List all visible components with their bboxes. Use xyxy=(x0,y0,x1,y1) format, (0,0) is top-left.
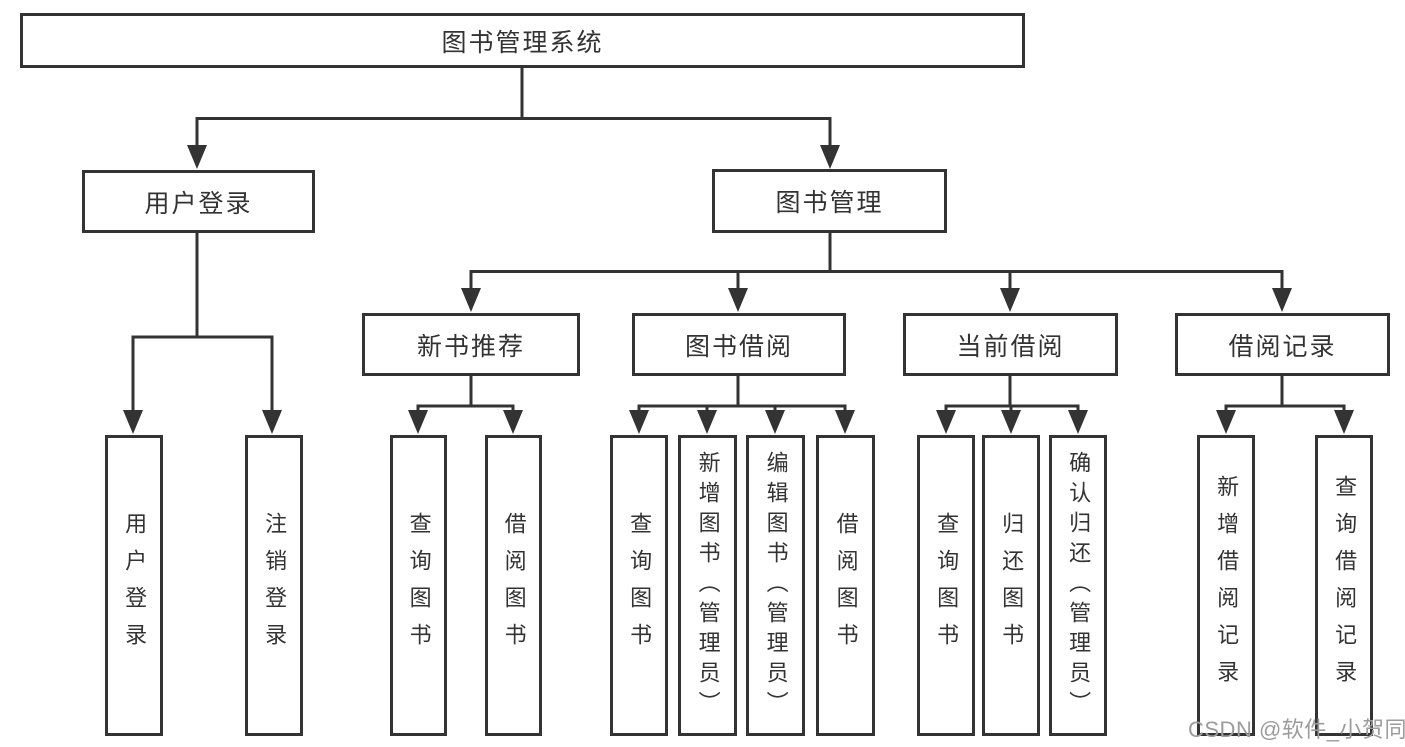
node-label: 新增借阅记录 xyxy=(1214,474,1240,697)
node-leaf-logout: 注销登录 xyxy=(245,435,303,736)
node-label: 图书借阅 xyxy=(684,332,793,361)
node-label: 编辑图书（管理员） xyxy=(763,450,789,721)
node-user-login: 用户登录 xyxy=(82,170,315,233)
node-label: 借阅图书 xyxy=(501,511,527,660)
arrowhead-icons xyxy=(123,145,1354,434)
node-label: 注销登录 xyxy=(262,511,288,660)
node-book-management: 图书管理 xyxy=(712,169,947,233)
node-label: 图书管理系统 xyxy=(441,28,604,57)
node-leaf-edit-book-admin: 编辑图书（管理员） xyxy=(746,435,805,736)
node-leaf-query-books-2: 查询图书 xyxy=(610,435,668,736)
node-label: 借阅图书 xyxy=(833,511,859,660)
node-label: 当前借阅 xyxy=(956,332,1065,361)
node-leaf-return-books: 归还图书 xyxy=(982,435,1040,736)
node-leaf-add-borrow-record: 新增借阅记录 xyxy=(1197,435,1255,736)
node-label: 新增图书（管理员） xyxy=(695,450,721,721)
node-label: 用户登录 xyxy=(144,189,253,218)
node-root-library-system: 图书管理系统 xyxy=(20,13,1025,68)
csdn-watermark: CSDN @软件_小贺同学 xyxy=(1188,717,1405,742)
node-leaf-add-book-admin: 新增图书（管理员） xyxy=(678,435,737,736)
node-label: 借阅记录 xyxy=(1228,332,1337,361)
node-borrow-records: 借阅记录 xyxy=(1175,313,1390,376)
node-leaf-query-borrow-record: 查询借阅记录 xyxy=(1315,435,1373,736)
node-label: 用户登录 xyxy=(122,511,148,660)
node-label: 查询图书 xyxy=(627,511,653,660)
node-leaf-borrow-books-2: 借阅图书 xyxy=(816,435,875,736)
node-label: 查询图书 xyxy=(406,511,432,660)
node-label: 归还图书 xyxy=(999,511,1025,660)
node-leaf-borrow-books-1: 借阅图书 xyxy=(485,435,542,736)
node-leaf-user-login: 用户登录 xyxy=(105,435,163,736)
node-label: 确认归还（管理员） xyxy=(1066,450,1092,721)
node-leaf-query-books-1: 查询图书 xyxy=(390,435,447,736)
node-book-borrow: 图书借阅 xyxy=(632,313,846,376)
node-label: 图书管理 xyxy=(775,189,884,217)
node-label: 查询借阅记录 xyxy=(1332,474,1358,697)
node-leaf-confirm-return-admin: 确认归还（管理员） xyxy=(1049,435,1107,736)
node-label: 查询图书 xyxy=(934,511,960,660)
node-new-book-recommend: 新书推荐 xyxy=(362,313,580,376)
node-label: 新书推荐 xyxy=(416,332,525,361)
node-leaf-query-books-3: 查询图书 xyxy=(917,435,975,736)
node-current-borrow: 当前借阅 xyxy=(903,313,1118,376)
